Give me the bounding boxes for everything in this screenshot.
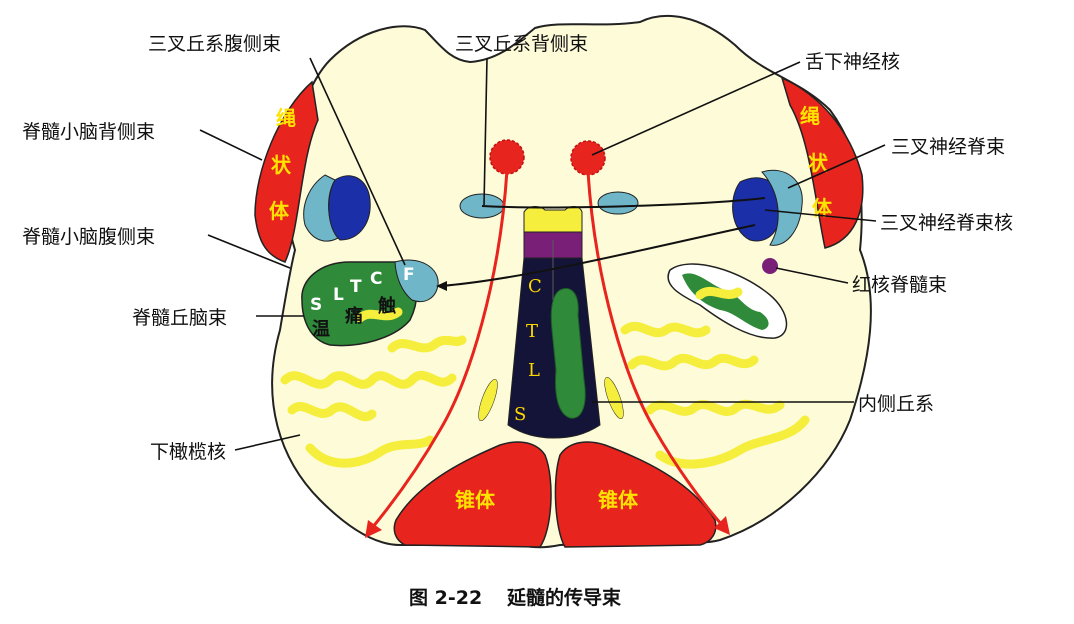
ctls-s: S — [514, 404, 526, 425]
hypoglossal-nucleus-right — [570, 140, 606, 176]
midline-yellow-top — [523, 206, 583, 233]
sltcf-t: T — [350, 277, 362, 297]
sltcf-c: C — [370, 269, 382, 289]
label-inferior-olivary-nucleus: 下橄榄核 — [150, 441, 226, 463]
leader-trig-dorsal — [483, 57, 488, 206]
sense-temperature: 温 — [312, 319, 330, 340]
rubrospinal-tract-dot — [762, 258, 778, 274]
leader-ventral-spinocerebellar — [207, 234, 291, 269]
label-spinal-trigeminal-tract: 三叉神经脊束 — [891, 136, 1005, 158]
leader-spinal-trig-tract — [787, 144, 886, 189]
inferior-olivary-nucleus-right — [620, 286, 810, 469]
restiform-body-right — [780, 76, 864, 249]
medial-lemniscus-green-band — [550, 288, 586, 419]
leader-inferior-olive — [234, 434, 301, 451]
sense-pain: 痛 — [345, 305, 363, 327]
arrowhead-left — [365, 520, 382, 538]
trigeminal-lemniscus-dorsal-right — [597, 191, 639, 215]
trigeminal-nucleus-right — [732, 177, 783, 242]
corticospinal-arrow-right — [586, 171, 724, 526]
restiform-right-char-1: 绳 — [800, 104, 820, 128]
sltcf-l: L — [333, 285, 344, 305]
sltcf-f: F — [403, 265, 415, 285]
spinothalamic-tract — [301, 261, 418, 347]
pyramid-right-label: 锥体 — [598, 488, 639, 512]
leader-trig-ventral — [309, 57, 406, 266]
restiform-left-char-2: 状 — [271, 153, 292, 177]
sltcf-s: S — [310, 295, 322, 315]
label-trigeminal-lemniscus-ventral: 三叉丘系腹侧束 — [148, 33, 281, 55]
label-trigeminal-lemniscus-dorsal: 三叉丘系背侧束 — [455, 33, 588, 55]
corticospinal-arrow-left — [370, 169, 509, 529]
olive-accessory-right — [604, 376, 624, 420]
restiform-right-char-3: 体 — [812, 196, 833, 220]
sense-touch: 触 — [378, 295, 396, 317]
olive-accessory-left — [478, 378, 498, 422]
trigeminal-crossing-fiber — [481, 197, 766, 209]
ctls-t: T — [526, 321, 538, 342]
leader-hypoglossal — [591, 61, 801, 156]
arrowhead-right — [714, 516, 730, 535]
label-ventral-spinocerebellar: 脊髓小脑腹侧束 — [22, 226, 155, 248]
trigeminal-nucleus-left — [328, 175, 371, 241]
trigeminal-lemniscus-ventral-region — [394, 259, 439, 303]
ctls-l: L — [528, 360, 540, 381]
label-hypoglossal-nucleus: 舌下神经核 — [805, 51, 900, 73]
pyramid-right — [554, 441, 717, 548]
trigeminal-tract-right — [761, 169, 803, 246]
leader-dorsal-spinocerebellar — [199, 129, 263, 161]
restiform-right-char-2: 状 — [808, 151, 829, 175]
label-rubrospinal-tract: 红核脊髓束 — [852, 274, 947, 296]
restiform-left-char-3: 体 — [269, 199, 290, 223]
label-spinothalamic-tract: 脊髓丘脑束 — [132, 307, 227, 329]
ventral-fiber-arrowhead — [436, 281, 447, 291]
caption-title: 延髓的传导束 — [506, 586, 622, 609]
leader-rubrospinal — [775, 267, 849, 284]
right-green-tangle-inner — [682, 273, 769, 330]
pyramid-left — [393, 441, 552, 548]
label-medial-lemniscus: 内侧丘系 — [858, 393, 934, 415]
hypoglossal-nucleus-left — [489, 139, 525, 175]
inferior-olivary-nucleus-left — [280, 307, 467, 468]
restiform-left-char-1: 绳 — [276, 106, 296, 130]
pyramid-left-label: 锥体 — [455, 488, 496, 512]
leader-spinal-trig-nucleus — [764, 209, 877, 222]
trigeminal-ventral-fiber — [439, 224, 756, 287]
label-spinal-trigeminal-nucleus: 三叉神经脊束核 — [880, 212, 1013, 234]
restiform-body-left — [254, 80, 319, 263]
caption-number: 图 2-22 — [409, 587, 482, 609]
ctls-c: C — [528, 276, 542, 297]
label-dorsal-spinocerebellar: 脊髓小脑背侧束 — [22, 121, 155, 143]
